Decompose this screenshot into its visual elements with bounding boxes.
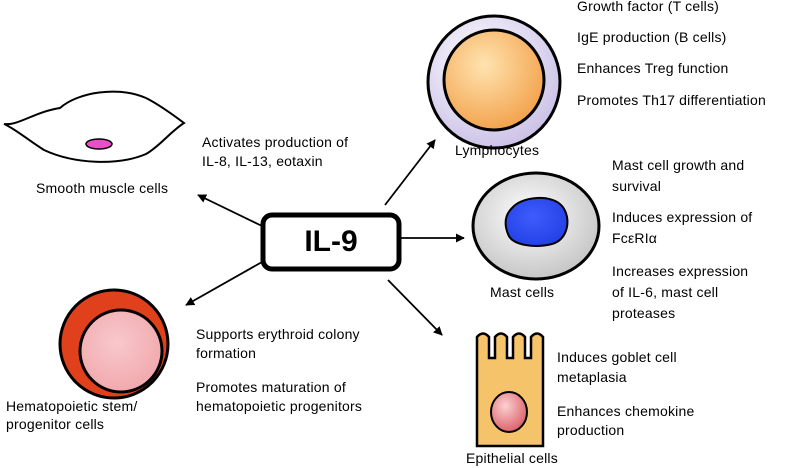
hematopoietic-effect-2: formation [196,345,257,361]
smooth-muscle-nucleus-icon [85,138,113,150]
mast-effect-4: FcεRIα [612,230,658,246]
lymphocyte-effect-1: Growth factor (T cells) [577,0,720,14]
lymphocytes-label: Lymphocytes [455,142,540,158]
il9-label: IL-9 [304,225,358,258]
epithelial-effect-1: Induces goblet cell [557,349,677,365]
mast-effect-3: Induces expression of [612,209,753,225]
arrow-to-smooth-muscle [197,194,263,227]
hematopoietic-label-line-2: progenitor cells [6,416,105,432]
epithelial-effect-3: Enhances chemokine [557,403,695,419]
epithelial-effect-4: production [557,422,625,438]
smooth-muscle-effect-2: IL-8, IL-13, eotaxin [202,153,323,169]
mast-effect-7: proteases [612,305,676,321]
mast-cells-label: Mast cells [490,284,555,300]
arrow-to-hematopoietic [185,261,263,306]
arrow-to-epithelial [387,279,443,336]
arrow-to-lymphocytes [384,139,436,206]
lymphocyte-nucleus-icon [442,28,546,132]
smooth-muscle-effect-1: Activates production of [202,134,349,150]
smooth-muscle-cell-icon [3,90,186,163]
lymphocyte-effect-2: IgE production (B cells) [577,29,727,45]
mast-effect-2: survival [612,178,662,194]
smooth-muscle-label: Smooth muscle cells [36,180,169,196]
epithelial-effect-2: metaplasia [557,369,627,385]
epithelial-nucleus-icon [490,391,528,433]
mast-effect-6: of IL-6, mast cell [612,284,719,300]
hematopoietic-nucleus-icon [78,308,164,394]
epithelial-label: Epithelial cells [466,450,558,466]
lymphocyte-effect-3: Enhances Treg function [577,60,729,76]
hematopoietic-effect-4: hematopoietic progenitors [196,398,363,414]
hematopoietic-effect-1: Supports erythroid colony [196,326,360,342]
hematopoietic-label-line-1: Hematopoietic stem/ [6,398,138,414]
mast-cell-nucleus-icon [504,197,569,247]
il9-box [260,212,402,272]
lymphocyte-effect-4: Promotes Th17 differentiation [577,92,766,108]
mast-effect-5: Increases expression [612,263,749,279]
hematopoietic-effect-3: Promotes maturation of [196,379,346,395]
mast-effect-1: Mast cell growth and [612,157,745,173]
